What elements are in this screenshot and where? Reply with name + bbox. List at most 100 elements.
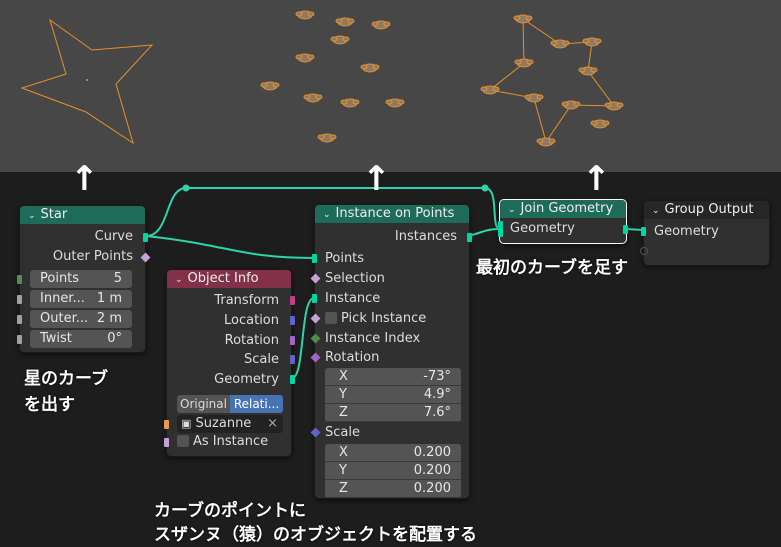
socket-location[interactable] — [290, 316, 295, 325]
output-location: Location — [224, 313, 279, 328]
suzanne-instance — [513, 14, 533, 24]
arrow-up-icon: ↑ — [70, 159, 99, 199]
suzanne-instance — [295, 10, 315, 20]
mode-relative[interactable]: Relati... — [230, 395, 283, 413]
node-header[interactable]: ⌄Object Info — [167, 270, 291, 288]
socket-twist[interactable] — [17, 335, 22, 344]
socket-instances[interactable] — [467, 233, 472, 242]
socket-outer[interactable] — [17, 315, 22, 324]
node-group-output[interactable]: ⌄ Group Output Geometry — [640, 200, 770, 266]
output-instances: Instances — [394, 229, 457, 244]
suzanne-instance — [330, 35, 350, 45]
chevron-down-icon[interactable]: ⌄ — [323, 210, 331, 220]
socket-scale[interactable] — [310, 427, 321, 438]
chevron-down-icon[interactable]: ⌄ — [28, 211, 36, 221]
node-instance-on-points[interactable]: ⌄Instance on Points Instances Points Sel… — [310, 204, 472, 499]
node-title: Star — [40, 207, 68, 222]
suzanne-instance — [295, 53, 315, 63]
input-instance: Instance — [325, 291, 381, 306]
field-inner-radius[interactable]: Inner...1 m — [30, 290, 132, 308]
object-field[interactable]: ▣ Suzanne × — [177, 415, 283, 433]
input-rotation: Rotation — [325, 350, 380, 365]
suzanne-instance — [578, 66, 598, 76]
socket-object[interactable] — [164, 420, 169, 429]
socket-instance[interactable] — [312, 294, 317, 303]
suzanne-instance — [524, 93, 544, 103]
chevron-down-icon[interactable]: ⌄ — [652, 206, 660, 216]
socket-points[interactable] — [17, 275, 22, 284]
node-header[interactable]: ⌄ Instance on Points — [315, 205, 469, 223]
socket-geometry-in[interactable] — [498, 221, 503, 237]
socket-rotation[interactable] — [310, 352, 321, 363]
socket-selection[interactable] — [310, 273, 321, 284]
suzanne-instance — [260, 81, 280, 91]
annotation-instance: カーブのポイントにスザンヌ（猿）のオブジェクトを配置する — [154, 501, 477, 545]
socket-scale[interactable] — [290, 355, 295, 364]
suzanne-instance — [360, 63, 380, 73]
node-title: Group Output — [664, 202, 754, 217]
as-instance-checkbox[interactable]: As Instance — [177, 432, 268, 452]
suzanne-instance — [582, 37, 602, 47]
socket-geometry-out[interactable] — [623, 225, 628, 234]
group-output-socket-label: Geometry — [654, 224, 719, 239]
socket-outer-points[interactable] — [140, 252, 151, 263]
3d-viewport[interactable] — [0, 0, 781, 172]
output-scale: Scale — [244, 352, 279, 367]
node-object-info[interactable]: ⌄Object Info Transform Location Rotation… — [164, 269, 295, 457]
suzanne-instance — [317, 133, 337, 143]
output-curve: Curve — [94, 229, 133, 244]
arrow-up-icon: ↑ — [582, 159, 611, 199]
socket-as-instance[interactable] — [164, 438, 169, 447]
chevron-down-icon[interactable]: ⌄ — [175, 275, 183, 285]
field-outer-radius[interactable]: Outer...2 m — [30, 310, 132, 328]
arrow-up-icon: ↑ — [362, 159, 391, 199]
mode-original[interactable]: Original — [177, 395, 230, 413]
socket-geometry[interactable] — [290, 375, 295, 384]
viewport-render — [20, 10, 624, 147]
socket-transform[interactable] — [290, 296, 295, 305]
node-join-geometry[interactable]: ⌄Join Geometry Geometry — [498, 199, 628, 244]
transform-space-toggle[interactable]: Original Relati... — [177, 395, 283, 413]
socket-instance-index[interactable] — [310, 333, 321, 344]
clear-icon[interactable]: × — [267, 416, 278, 431]
node-header[interactable]: ⌄ Join Geometry — [500, 200, 626, 218]
input-instance-index: Instance Index — [325, 331, 421, 346]
object-icon: ▣ — [181, 417, 192, 430]
node-header[interactable]: ⌄ Group Output — [644, 201, 769, 219]
suzanne-instance — [514, 58, 534, 68]
socket-rotation[interactable] — [290, 336, 295, 345]
rotation-x[interactable]: X-73° — [325, 368, 461, 386]
link-curve-points — [145, 235, 315, 259]
socket-points[interactable] — [312, 254, 317, 263]
suzanne-instance — [303, 93, 323, 103]
suzanne-instance — [604, 101, 624, 111]
socket-inner[interactable] — [17, 295, 22, 304]
suzanne-instance — [335, 17, 355, 27]
star-curve — [20, 18, 154, 145]
pick-instance-checkbox[interactable]: Pick Instance — [325, 309, 426, 329]
socket-curve[interactable] — [143, 233, 148, 242]
socket-empty[interactable] — [640, 247, 648, 255]
node-header[interactable]: ⌄ Star — [20, 206, 145, 224]
input-selection: Selection — [325, 271, 385, 286]
socket-pick-instance[interactable] — [310, 313, 321, 324]
node-title: Instance on Points — [335, 206, 455, 221]
suzanne-instance — [536, 137, 556, 147]
output-geometry: Geometry — [214, 372, 279, 387]
node-title: Join Geometry — [520, 201, 614, 216]
suzanne-instance — [340, 98, 360, 108]
annotation-star: 星のカーブを出す — [24, 369, 108, 415]
socket-geometry[interactable] — [641, 227, 646, 236]
annotation-join: 最初のカーブを足す — [476, 258, 628, 278]
chevron-down-icon[interactable]: ⌄ — [508, 205, 516, 215]
